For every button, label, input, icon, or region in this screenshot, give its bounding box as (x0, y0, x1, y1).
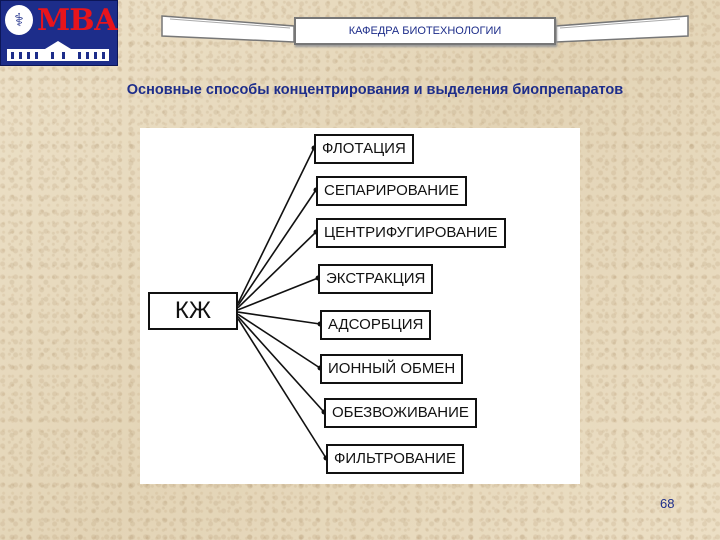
logo-text: МВА (37, 3, 118, 38)
mva-logo: ⚕ МВА (0, 0, 118, 66)
connector-line (237, 311, 321, 325)
connector-lines (237, 145, 329, 461)
method-node: ОБЕЗВОЖИВАНИЕ (324, 398, 477, 428)
method-node: СЕПАРИРОВАНИЕ (316, 176, 467, 206)
slide-title: Основные способы концентрирования и выде… (126, 82, 624, 98)
methods-diagram: КЖ ФЛОТАЦИЯ СЕПАРИРОВАНИЕ ЦЕНТРИФУГИРОВАНИ… (140, 128, 580, 484)
connector-line (237, 231, 317, 309)
method-node: ИОННЫЙ ОБМЕН (320, 354, 464, 384)
connector-line (237, 147, 315, 304)
connector-line (237, 189, 317, 306)
connector-line (237, 315, 325, 413)
page-number: 68 (660, 496, 675, 511)
method-node: ЭКСТРАКЦИЯ (318, 264, 434, 294)
method-node: ФИЛЬТРОВАНИЕ (326, 444, 465, 474)
method-node: ФЛОТАЦИЯ (314, 134, 414, 164)
method-node: АДСОРБЦИЯ (320, 310, 432, 340)
method-node: ЦЕНТРИФУГИРОВАНИЕ (316, 218, 506, 248)
connector-line (237, 313, 321, 369)
connector-line (237, 277, 319, 311)
header-banner (161, 15, 689, 43)
connector-line (237, 318, 327, 459)
building-icon (7, 41, 109, 61)
root-node: КЖ (148, 292, 238, 330)
caduceus-icon: ⚕ (5, 5, 33, 35)
department-title: КАФЕДРА БИОТЕХНОЛОГИИ (294, 17, 556, 45)
